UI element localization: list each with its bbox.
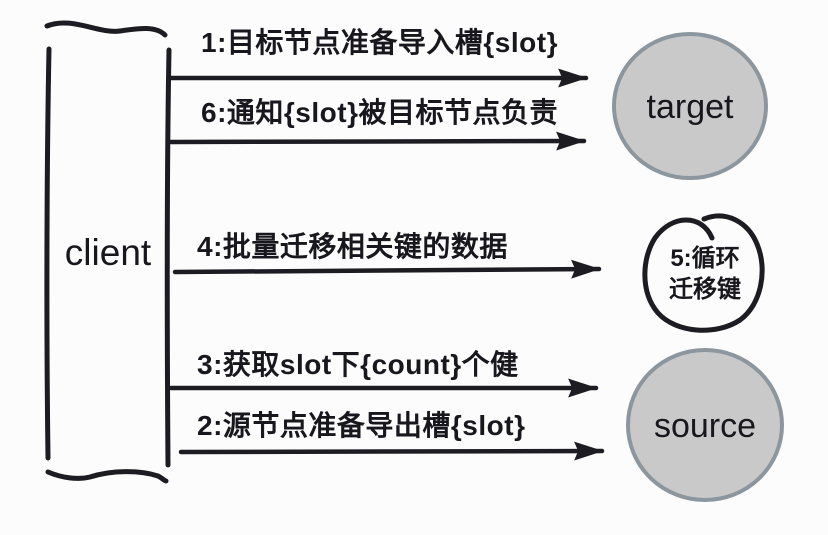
client-bracket (44, 20, 172, 484)
loop-step-line2: 迁移键 (669, 276, 741, 303)
message-label-3: 3:获取slot下{count}个健 (197, 349, 519, 380)
target-node-label: target (646, 88, 734, 126)
client-bracket-bottom (45, 469, 169, 484)
client-bracket-left (44, 46, 52, 461)
client-bracket-right (164, 47, 172, 468)
arrow-msg-2 (178, 441, 605, 461)
message-label-6: 6:通知{slot}被目标节点负责 (201, 97, 558, 128)
arrow-msg-6 (168, 131, 587, 151)
client-bracket-top (44, 20, 168, 38)
client-label: client (64, 232, 152, 273)
target-node-circle (612, 32, 768, 180)
source-node-label: source (653, 407, 757, 445)
message-label-2: 2:源节点准备导出槽{slot} (197, 410, 526, 441)
loop-step-label: 5:循环 迁移键 (646, 243, 764, 305)
source-node-circle (626, 348, 784, 502)
loop-circle (642, 213, 765, 333)
loop-step-line1: 5:循环 (670, 245, 740, 272)
message-label-1: 1:目标节点准备导入槽{slot} (201, 27, 558, 58)
message-label-4: 4:批量迁移相关键的数据 (197, 231, 508, 262)
arrow-msg-4 (172, 259, 602, 279)
